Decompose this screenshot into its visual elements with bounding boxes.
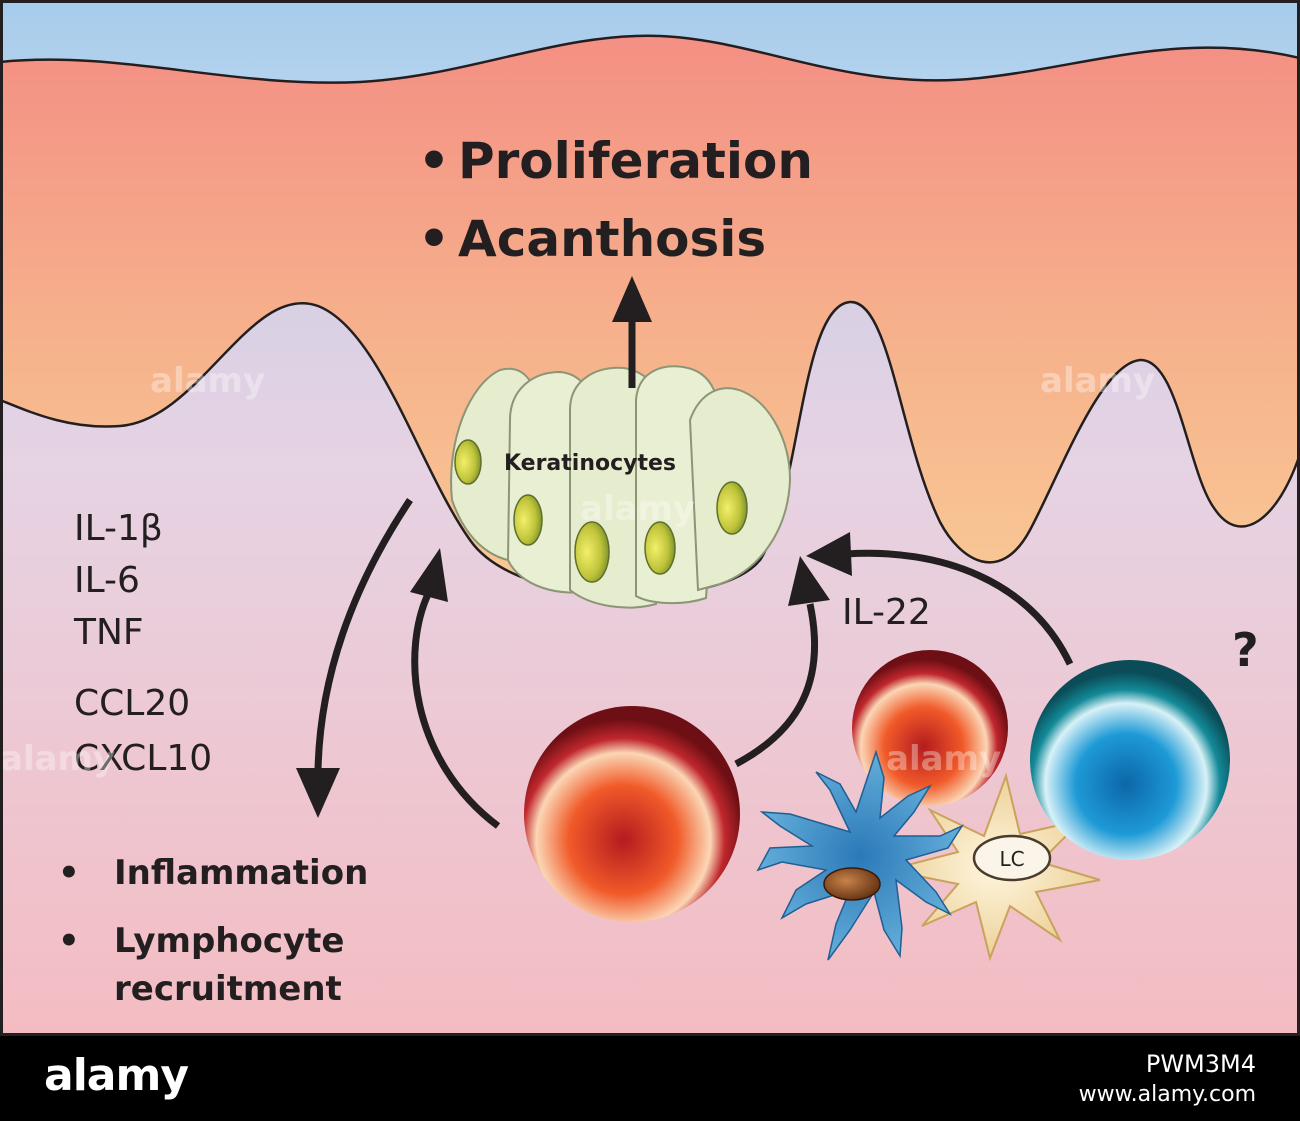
- cytokine-item: IL-1β: [74, 508, 163, 549]
- keratinocyte-nucleus: [454, 439, 482, 485]
- keratinocyte-nucleus: [644, 521, 676, 575]
- epidermis-layer: [0, 34, 1300, 598]
- watermark-text: alamy: [886, 739, 1001, 779]
- footer-bar: alamy PWM3M4 www.alamy.com: [0, 1036, 1300, 1121]
- dendritic-cell: [756, 749, 964, 961]
- tcell-to-keratinocyte-arrow: [410, 548, 501, 829]
- keratinocytes-label: Keratinocytes: [504, 451, 676, 476]
- blue-immune-cell: [1030, 660, 1230, 860]
- keratinocyte-nucleus: [574, 521, 610, 583]
- watermark-group: alamy alamy alamy alamy alamy: [0, 361, 1155, 779]
- keratinocytes-cluster: Keratinocytes: [450, 365, 792, 609]
- cytokine-release-arrow: [296, 498, 413, 818]
- keratinocyte-nucleus: [716, 481, 748, 535]
- outcome-list: • Inflammation • Lymphocyte recruitment: [58, 853, 368, 1009]
- title-bullet: •: [418, 210, 450, 268]
- outcome-inflammation: Inflammation: [114, 853, 368, 893]
- title-bullet: •: [418, 132, 450, 190]
- il22-arrow-red: [734, 556, 830, 768]
- keratinocyte-nucleus: [513, 494, 543, 546]
- langerhans-cell: LC: [887, 772, 1101, 962]
- cytokine-item: CXCL10: [74, 738, 212, 779]
- cytokine-list: IL-1β IL-6 TNF CCL20 CXCL10: [73, 508, 212, 779]
- footer-image-code: PWM3M4: [1145, 1050, 1256, 1078]
- watermark-text: alamy: [0, 739, 115, 779]
- cytokine-item: IL-6: [74, 560, 140, 601]
- title-acanthosis: Acanthosis: [458, 210, 766, 268]
- diagram-frame: [0, 0, 1300, 1036]
- il22-arrow-blue: [806, 532, 1074, 666]
- watermark-text: alamy: [580, 489, 695, 529]
- outcome-bullet: •: [58, 853, 80, 893]
- t-cell-small-red: [852, 650, 1008, 806]
- title-proliferation: Proliferation: [458, 132, 813, 190]
- watermark-text: alamy: [1040, 361, 1155, 401]
- outcome-lymphocyte: Lymphocyte: [114, 921, 344, 961]
- lc-label: LC: [999, 847, 1024, 871]
- outcome-recruitment: recruitment: [114, 969, 342, 1009]
- unknown-cell-question-mark: ?: [1232, 623, 1259, 677]
- proliferation-arrow: [612, 276, 652, 388]
- il22-label: IL-22: [842, 592, 931, 633]
- dendritic-nucleus: [823, 867, 881, 901]
- cytokine-item: TNF: [73, 612, 144, 653]
- footer-url: www.alamy.com: [1078, 1082, 1256, 1107]
- cytokine-item: CCL20: [74, 683, 190, 724]
- footer-brand: alamy: [44, 1050, 189, 1101]
- t-cell-large-red: [524, 706, 740, 922]
- outcome-bullet: •: [58, 921, 80, 961]
- watermark-text: alamy: [150, 361, 265, 401]
